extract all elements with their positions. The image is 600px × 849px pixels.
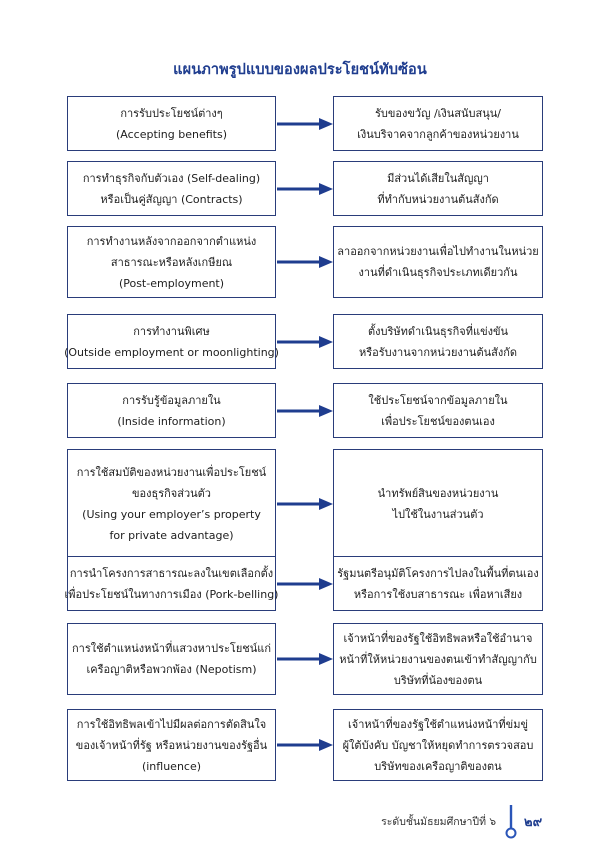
arrow-right-icon <box>277 335 333 348</box>
arrow-right-icon <box>277 653 333 665</box>
example-line: ที่ทำกับหน่วยงานต้นสังกัด <box>377 192 499 206</box>
category-line: (Inside information) <box>117 414 226 428</box>
footer-grade-label: ระดับชั้นมัธยมศึกษาปีที่ ๖ <box>381 816 496 828</box>
diagram-row: การใช้สมบัติของหน่วยงานเพื่อประโยชน์ของธ… <box>0 449 600 559</box>
category-line: การใช้อิทธิพลเข้าไปมีผลต่อการตัดสินใจ <box>76 717 267 731</box>
example-line: นำทรัพย์สินของหน่วยงาน <box>377 487 499 500</box>
page-title: แผนภาพรูปแบบของผลประโยชน์ทับซ้อน <box>173 62 427 78</box>
example-line: หรือการใช้งบสาธารณะ เพื่อหาเสียง <box>353 587 523 601</box>
example-line: หรือรับงานจากหน่วยงานต้นสังกัด <box>358 345 518 359</box>
arrow-right-icon <box>277 577 333 590</box>
example-box: รับของขวัญ /เงินสนับสนุน/เงินบริจาคจากลู… <box>333 96 543 151</box>
diagram-row: การทำงานหลังจากออกจากตำแหน่งสาธารณะหรือห… <box>0 226 600 298</box>
example-line: เจ้าหน้าที่ของรัฐใช้ตำแหน่งหน้าที่ข่มขู่ <box>348 717 528 731</box>
diagram-row: การรับประโยชน์ต่างๆ (Accepting benefits) ร… <box>0 96 600 151</box>
diagram-row: การทำงานพิเศษ (Outside employment or moon… <box>0 314 600 369</box>
diagram-row: การทำธุรกิจกับตัวเอง (Self-dealing) หรือเ… <box>0 161 600 216</box>
example-box: มีส่วนได้เสียในสัญญาที่ทำกับหน่วยงานต้นส… <box>333 161 543 216</box>
category-line: (influence) <box>141 759 202 773</box>
category-box: การรับรู้ข้อมูลภายใน (Inside information) <box>67 383 276 438</box>
category-box: การนำโครงการสาธารณะลงในเขตเลือกตั้งเพื่อ… <box>64 556 279 611</box>
example-line: ไปใช้ในงานส่วนตัว <box>392 508 484 521</box>
footer-bookmark-icon <box>505 805 517 839</box>
category-line: for private advantage) <box>109 529 234 542</box>
arrow-right-icon <box>277 498 333 510</box>
example-box: เจ้าหน้าที่ของรัฐใช้ตำแหน่งหน้าที่ข่มขู่… <box>333 709 543 781</box>
arrow-right-icon <box>277 404 333 417</box>
example-box: เจ้าหน้าที่ของรัฐใช้อิทธิพลหรือใช้อำนาจห… <box>333 623 543 695</box>
category-line: การนำโครงการสาธารณะลงในเขตเลือกตั้ง <box>69 566 274 580</box>
category-line: สาธารณะหรือหลังเกษียณ <box>110 255 233 269</box>
diagram-row: การรับรู้ข้อมูลภายใน (Inside information)… <box>0 383 600 438</box>
category-box: การทำธุรกิจกับตัวเอง (Self-dealing) หรือเ… <box>67 161 276 216</box>
page-footer: ระดับชั้นมัธยมศึกษาปีที่ ๖ ๒๙ <box>0 805 600 845</box>
category-line: การรับประโยชน์ต่างๆ <box>120 106 223 120</box>
example-box: ตั้งบริษัทดำเนินธุรกิจที่แข่งขันหรือรับง… <box>333 314 543 369</box>
category-line: เพื่อประโยชน์ในทางการเมือง (Pork-belling… <box>64 587 279 601</box>
category-line: ของธุรกิจส่วนตัว <box>132 487 211 500</box>
arrow-right-icon <box>277 182 333 195</box>
arrow-right-icon <box>277 117 333 130</box>
category-line: การใช้สมบัติของหน่วยงานเพื่อประโยชน์ <box>76 466 267 479</box>
category-line: (Accepting benefits) <box>115 127 228 141</box>
category-line: (Using your employer’s property <box>82 508 261 521</box>
category-box: การใช้อิทธิพลเข้าไปมีผลต่อการตัดสินใจของ… <box>67 709 276 781</box>
diagram-row: การใช้อิทธิพลเข้าไปมีผลต่อการตัดสินใจของ… <box>0 709 600 781</box>
category-line: (Outside employment or moonlighting) <box>64 345 279 359</box>
category-line: การทำธุรกิจกับตัวเอง (Self-dealing) <box>82 171 261 185</box>
example-line: รับของขวัญ /เงินสนับสนุน/ <box>375 106 501 120</box>
category-line: การทำงานพิเศษ <box>133 324 210 338</box>
category-line: หรือเป็นคู่สัญญา (Contracts) <box>100 192 243 206</box>
example-line: บริษัทที่น้องของตน <box>393 673 483 687</box>
example-box: ลาออกจากหน่วยงานเพื่อไปทำงานในหน่วยงานที… <box>333 226 543 298</box>
arrow-right-icon <box>277 256 333 268</box>
example-line: หน้าที่ให้หน่วยงานของตนเข้าทำสัญญากับ <box>339 652 537 666</box>
page-number: ๒๙ <box>524 815 543 830</box>
example-line: มีส่วนได้เสียในสัญญา <box>387 171 489 185</box>
category-box: การรับประโยชน์ต่างๆ (Accepting benefits) <box>67 96 276 151</box>
example-line: ตั้งบริษัทดำเนินธุรกิจที่แข่งขัน <box>367 324 509 338</box>
category-line: การใช้ตำแหน่งหน้าที่แสวงหาประโยชน์แก่ <box>72 642 271 655</box>
category-line: การรับรู้ข้อมูลภายใน <box>122 393 221 407</box>
example-line: ลาออกจากหน่วยงานเพื่อไปทำงานในหน่วย <box>337 245 539 258</box>
example-line: ผู้ใต้บังคับ บัญชาให้หยุดทำการตรวจสอบ <box>342 738 534 752</box>
category-box: การใช้ตำแหน่งหน้าที่แสวงหาประโยชน์แก่เคร… <box>67 623 276 695</box>
diagram-row: การนำโครงการสาธารณะลงในเขตเลือกตั้งเพื่อ… <box>0 556 600 611</box>
category-box: การทำงานพิเศษ (Outside employment or moon… <box>64 314 279 369</box>
category-line: การทำงานหลังจากออกจากตำแหน่ง <box>86 234 257 248</box>
example-line: งานที่ดำเนินธุรกิจประเภทเดียวกัน <box>358 266 518 279</box>
category-box: การใช้สมบัติของหน่วยงานเพื่อประโยชน์ของธ… <box>67 449 276 559</box>
example-box: นำทรัพย์สินของหน่วยงานไปใช้ในงานส่วนตัว <box>333 449 543 559</box>
example-box: ใช้ประโยชน์จากข้อมูลภายในเพื่อประโยชน์ขอ… <box>333 383 543 438</box>
example-line: เจ้าหน้าที่ของรัฐใช้อิทธิพลหรือใช้อำนาจ <box>343 631 533 645</box>
category-line: เครือญาติหรือพวกพ้อง (Nepotism) <box>86 663 257 676</box>
category-line: ของเจ้าหน้าที่รัฐ หรือหน่วยงานของรัฐอื่น <box>75 738 268 752</box>
diagram-row: การใช้ตำแหน่งหน้าที่แสวงหาประโยชน์แก่เคร… <box>0 623 600 695</box>
arrow-right-icon <box>277 739 333 751</box>
example-line: บริษัทของเครือญาติของตน <box>374 759 502 773</box>
example-line: เงินบริจาคจากลูกค้าของหน่วยงาน <box>357 127 519 141</box>
example-line: เพื่อประโยชน์ของตนเอง <box>381 414 495 428</box>
example-line: รัฐมนตรีอนุมัติโครงการไปลงในพื้นที่ตนเอง <box>337 566 539 580</box>
category-box: การทำงานหลังจากออกจากตำแหน่งสาธารณะหรือห… <box>67 226 276 298</box>
example-box: รัฐมนตรีอนุมัติโครงการไปลงในพื้นที่ตนเอง… <box>333 556 543 611</box>
category-line: (Post-employment) <box>118 276 225 290</box>
example-line: ใช้ประโยชน์จากข้อมูลภายใน <box>368 393 508 407</box>
